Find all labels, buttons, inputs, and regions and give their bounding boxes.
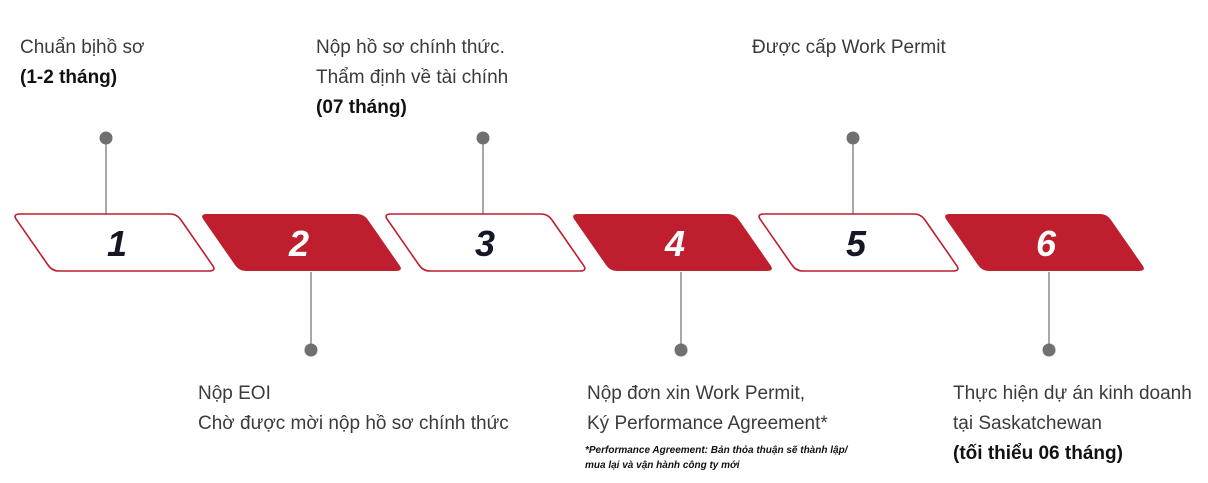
step-1-label: Chuẩn bịhồ sơ (1-2 tháng)	[20, 33, 144, 93]
footnote-line: *Performance Agreement: Bản thỏa thuận s…	[585, 445, 848, 456]
step-shape-filled	[573, 214, 772, 271]
step-6: 6	[945, 214, 1144, 271]
label-line: Nộp đơn xin Work Permit,	[587, 383, 806, 404]
label-line: Nộp hồ sơ chính thức.	[316, 37, 505, 58]
performance-agreement-footnote: *Performance Agreement: Bản thỏa thuận s…	[585, 443, 847, 473]
step-4: 4	[573, 214, 772, 271]
label-line: Được cấp Work Permit	[752, 37, 946, 58]
duration-label: (07 tháng)	[316, 97, 407, 118]
step-3-label: Nộp hồ sơ chính thức. Thẩm định về tài c…	[316, 33, 508, 123]
label-line: Thực hiện dự án kinh doanh	[953, 383, 1192, 404]
connector-dot	[674, 343, 688, 357]
connector-1	[99, 131, 113, 214]
connector-6	[1042, 272, 1056, 357]
duration-label: (1-2 tháng)	[20, 67, 118, 88]
label-line: Thẩm định về tài chính	[316, 67, 509, 88]
connector-dot	[99, 131, 113, 145]
step-2-label: Nộp EOI Chờ được mời nộp hồ sơ chính thứ…	[198, 379, 509, 439]
connector-dot	[846, 131, 860, 145]
connector-dot	[1042, 343, 1056, 357]
label-line: Chuẩn bịhồ sơ	[20, 37, 145, 58]
label-line: tại Saskatchewan	[953, 413, 1102, 434]
connector-dot	[304, 343, 318, 357]
step-5: 5	[758, 213, 959, 272]
step-number: 2	[288, 223, 309, 264]
step-shape-outline	[758, 213, 959, 272]
step-shape-outline	[385, 213, 586, 272]
step-number: 5	[846, 223, 867, 264]
step-5-label: Được cấp Work Permit	[752, 33, 946, 63]
label-line: Nộp EOI	[198, 383, 271, 404]
connector-4	[674, 272, 688, 357]
step-number: 4	[664, 223, 685, 264]
step-4-label: Nộp đơn xin Work Permit, Ký Performance …	[587, 379, 828, 439]
label-line: Chờ được mời nộp hồ sơ chính thức	[198, 413, 509, 434]
step-shape-filled	[945, 214, 1144, 271]
connector-5	[846, 131, 860, 214]
step-number: 6	[1036, 223, 1057, 264]
connector-dot	[476, 131, 490, 145]
step-number: 1	[107, 223, 127, 264]
connector-3	[476, 131, 490, 214]
footnote-line: mua lại và vận hành công ty mới	[585, 460, 740, 471]
step-6-label: Thực hiện dự án kinh doanh tại Saskatche…	[953, 379, 1192, 469]
step-1: 1	[14, 213, 215, 272]
step-number: 3	[475, 223, 495, 264]
connector-2	[304, 272, 318, 357]
label-line: Ký Performance Agreement*	[587, 413, 828, 434]
step-shape-filled	[202, 214, 401, 271]
step-2: 2	[202, 214, 401, 271]
step-shape-outline	[14, 213, 215, 272]
duration-label: (tối thiểu 06 tháng)	[953, 443, 1123, 464]
step-3: 3	[385, 213, 586, 272]
